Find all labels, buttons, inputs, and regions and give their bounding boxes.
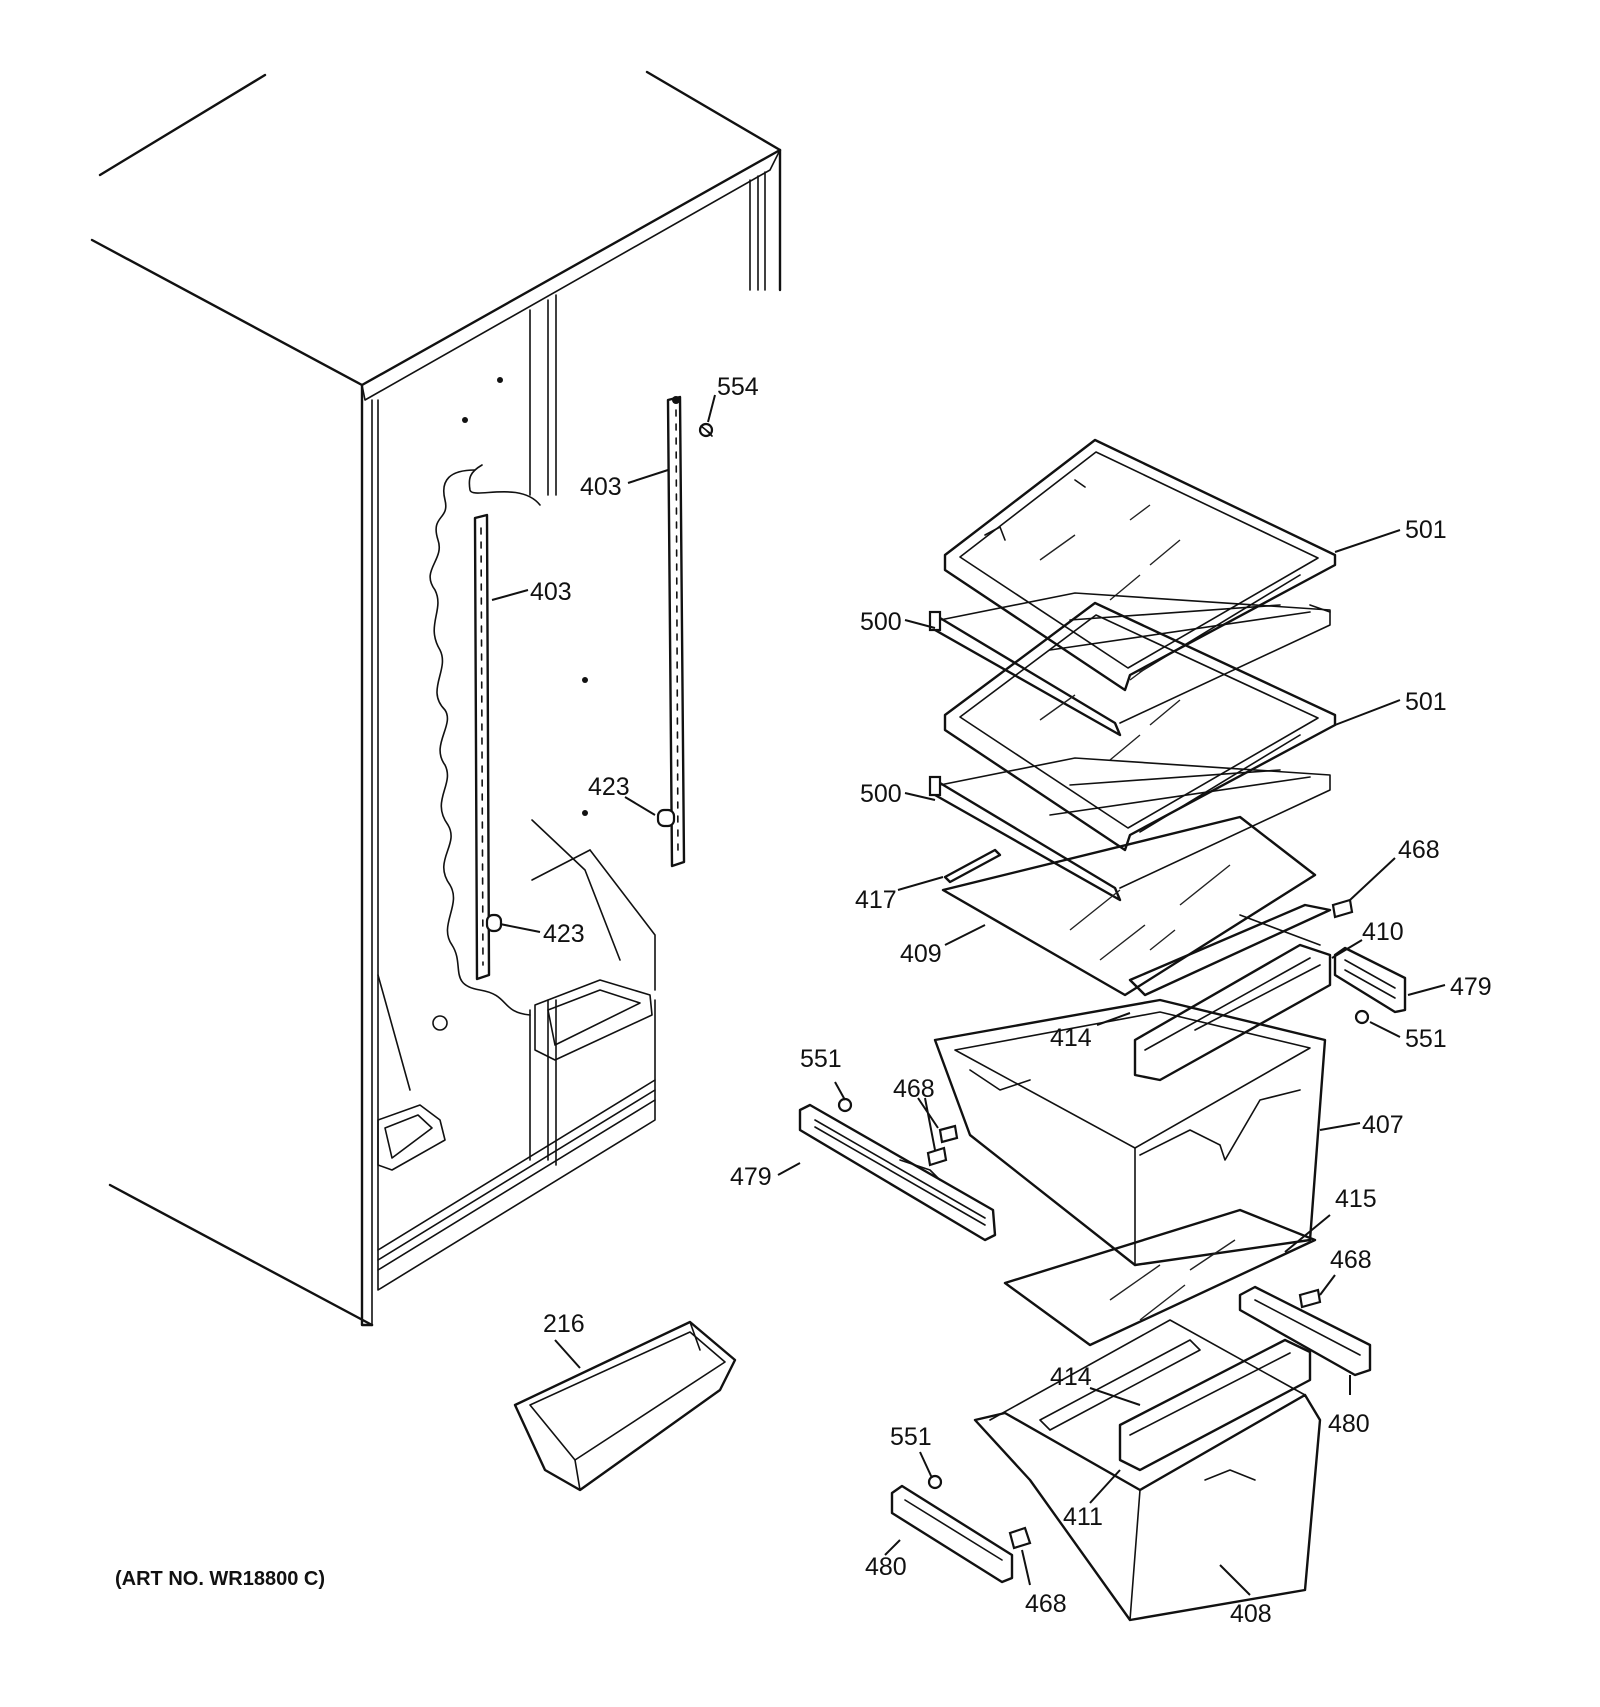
shelf-frame-500-lower <box>928 757 1331 902</box>
shelf-ladder-403-left <box>473 513 491 981</box>
shelf-support-423-right <box>656 808 676 828</box>
callout-labels: 554 403 403 423 423 501 500 501 500 468 … <box>530 373 1492 1628</box>
callout-551-right: 551 <box>1405 1025 1447 1053</box>
callout-500-lower: 500 <box>860 780 902 808</box>
callout-414-upper: 414 <box>1050 1024 1092 1052</box>
callout-410: 410 <box>1362 918 1404 946</box>
shelf-support-423-left <box>485 913 503 933</box>
callout-554: 554 <box>717 373 759 401</box>
callout-551-left: 551 <box>800 1045 842 1073</box>
callout-403-right: 403 <box>580 473 622 501</box>
callout-216: 216 <box>543 1310 585 1338</box>
refrigerator-cabinet <box>90 70 782 1327</box>
crisper-drawer-407 <box>933 998 1327 1267</box>
callout-480-left: 480 <box>865 1553 907 1581</box>
crisper-drawer-408 <box>973 1319 1322 1622</box>
snack-bin-216 <box>513 1320 737 1492</box>
callout-479-right: 479 <box>1450 973 1492 1001</box>
crisper-cover-glass-409 <box>941 815 1317 997</box>
callout-423-right: 423 <box>588 773 630 801</box>
crisper-cover-glass-415 <box>1003 1208 1317 1347</box>
drawer-slide-480-left <box>890 1484 1014 1584</box>
callout-501-upper: 501 <box>1405 516 1447 544</box>
cover-clip-468-lower <box>1298 1288 1322 1309</box>
drawer-handle-411 <box>1039 1339 1201 1431</box>
cover-clip-468-upper <box>1331 898 1354 919</box>
shelf-frame-500-upper <box>928 592 1331 737</box>
art-number: (ART NO. WR18800 C) <box>115 1568 325 1590</box>
callout-479-left: 479 <box>730 1163 772 1191</box>
cover-clip-468-bottom <box>1008 1526 1032 1550</box>
callout-501-lower: 501 <box>1405 688 1447 716</box>
drawer-front-414-lower <box>1118 1338 1312 1472</box>
drawer-slide-480-right <box>1238 1285 1372 1377</box>
cover-clip-468-mid <box>926 1124 959 1167</box>
callout-551-bottom: 551 <box>890 1423 932 1451</box>
callout-423-left: 423 <box>543 920 585 948</box>
callout-403-left: 403 <box>530 578 572 606</box>
callout-408: 408 <box>1230 1600 1272 1628</box>
callout-468-upper: 468 <box>1398 836 1440 864</box>
screw-554 <box>698 422 714 438</box>
callout-409: 409 <box>900 940 942 968</box>
callout-480-right: 480 <box>1328 1410 1370 1438</box>
callout-417: 417 <box>855 886 897 914</box>
screw-551-bottom <box>927 1474 943 1490</box>
drawer-slide-479-right <box>1333 946 1407 1014</box>
callout-468-mid: 468 <box>893 1075 935 1103</box>
shelf-ladder-403-right <box>666 395 686 868</box>
callout-415: 415 <box>1335 1185 1377 1213</box>
drawer-front-414-upper <box>1133 943 1332 1082</box>
cover-frame-410 <box>1128 903 1332 997</box>
screw-551-right <box>1354 1009 1370 1025</box>
cover-support-417 <box>943 848 1002 884</box>
glass-shelf-501-upper <box>943 438 1337 692</box>
callout-414-lower: 414 <box>1050 1363 1092 1391</box>
callout-468-lower: 468 <box>1330 1246 1372 1274</box>
callout-411: 411 <box>1063 1503 1103 1531</box>
leader-lines <box>491 394 1446 1596</box>
callout-407: 407 <box>1362 1111 1404 1139</box>
glass-shelf-501-lower <box>943 601 1337 852</box>
callout-468-bottom: 468 <box>1025 1590 1067 1618</box>
callout-500-upper: 500 <box>860 608 902 636</box>
screw-551-left <box>837 1097 853 1113</box>
drawer-slide-479-left <box>798 1103 997 1242</box>
